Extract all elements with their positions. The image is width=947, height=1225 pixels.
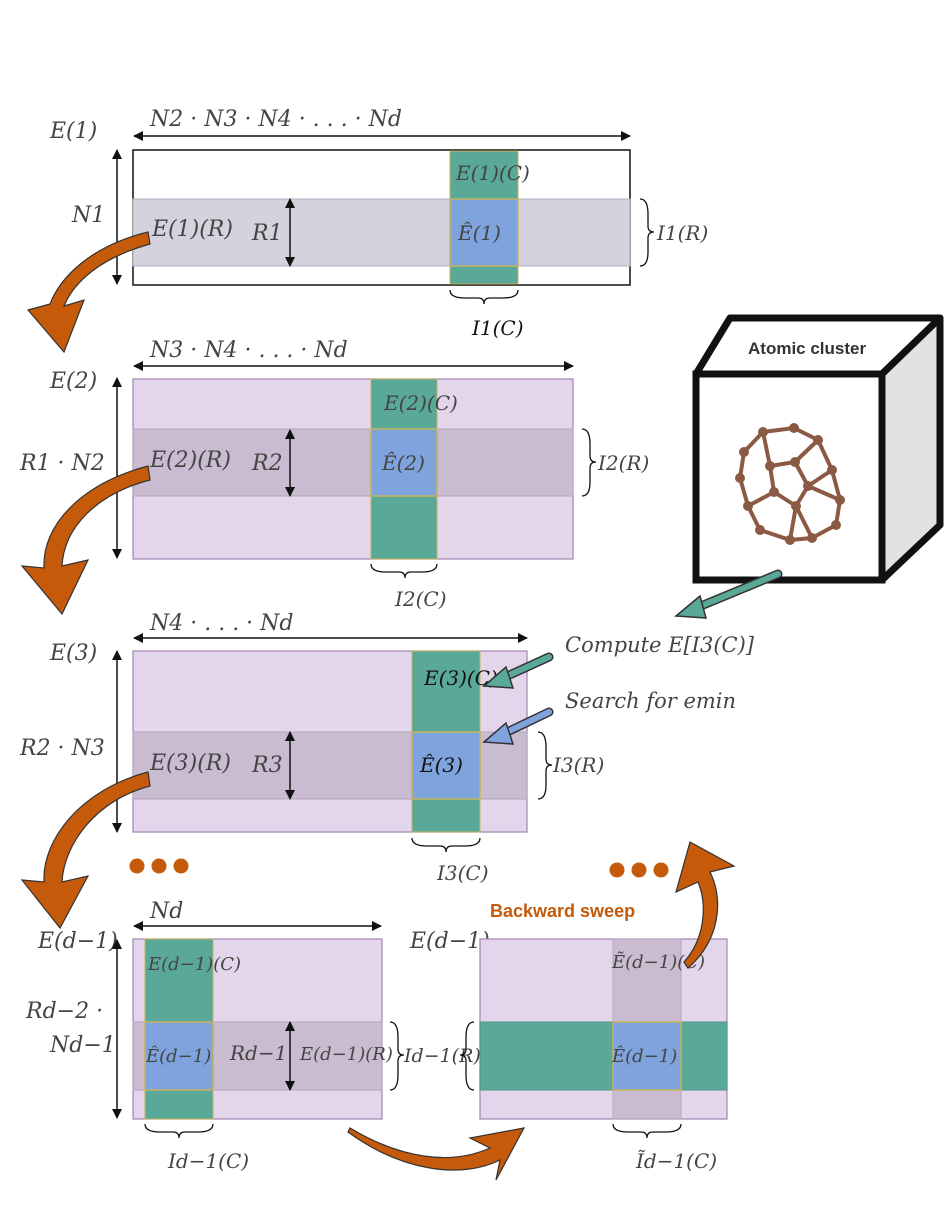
row-slice-label-3: E(3)(R) bbox=[149, 751, 231, 776]
width-label-4: Nd bbox=[149, 899, 183, 924]
sweep-arrow-backward bbox=[675, 841, 736, 969]
rank-label-4: Rd−1 bbox=[229, 1041, 287, 1065]
sweep-arrow-2 bbox=[20, 465, 151, 616]
cube-to-compute-arrow bbox=[674, 569, 783, 619]
col-index-brace-3 bbox=[411, 837, 481, 853]
compute-arrow bbox=[482, 652, 554, 689]
sweep-arrow-3 bbox=[20, 771, 151, 930]
height-label-4a: Rd−2 · bbox=[25, 999, 103, 1024]
row-index-label-2: I2(R) bbox=[597, 451, 649, 475]
row-band-2 bbox=[132, 428, 574, 497]
row-index-label-3: I3(R) bbox=[552, 753, 604, 777]
dots-icon-right bbox=[609, 862, 669, 878]
col-slice-label-5: Ẽ(d−1)(C) bbox=[611, 951, 705, 973]
pivot-block-1 bbox=[449, 198, 519, 267]
molecule-icon bbox=[738, 426, 842, 542]
row-index-label-1: I1(R) bbox=[656, 221, 708, 245]
row-slice-label-2: E(2)(R) bbox=[149, 448, 231, 473]
pivot-label-3: Ê(3) bbox=[419, 753, 463, 777]
row-band-1 bbox=[132, 198, 631, 267]
col-index-brace-2 bbox=[370, 563, 438, 579]
col-slice-label-1: E(1)(C) bbox=[455, 161, 530, 185]
panel-2: E(2) N3 · N4 · . . . · Nd R1 · N2 E(2)(R… bbox=[19, 338, 649, 611]
cube-front-face bbox=[692, 370, 886, 584]
panel-5: E(d−1) Ẽ(d−1)(C) Ê(d−1) Ĩd−1(C) bbox=[409, 929, 728, 1173]
pivot-label-2: Ê(2) bbox=[381, 451, 425, 475]
width-label-1: N2 · N3 · N4 · . . . · Nd bbox=[149, 107, 402, 132]
col-index-label-2: I2(C) bbox=[394, 587, 447, 611]
panel-3: E(3) N4 · . . . · Nd R2 · N3 E(3)(R) R3 … bbox=[19, 611, 604, 885]
col-index-brace-1 bbox=[449, 289, 519, 305]
panel-1: E(1) N2 · N3 · N4 · . . . · Nd N1 E(1)(R… bbox=[49, 107, 708, 340]
row-slice-label-1: E(1)(R) bbox=[151, 217, 233, 242]
height-label-1: N1 bbox=[71, 203, 105, 228]
tensor-label-1: E(1) bbox=[49, 119, 97, 144]
pivot-block-4 bbox=[144, 1021, 214, 1091]
atomic-cluster-box: Atomic cluster bbox=[692, 314, 944, 584]
backward-sweep-label: Backward sweep bbox=[490, 901, 635, 921]
col-index-brace-4 bbox=[144, 1123, 214, 1139]
rank-label-3: R3 bbox=[251, 753, 283, 778]
width-label-2: N3 · N4 · . . . · Nd bbox=[149, 338, 348, 363]
row-index-brace-3 bbox=[537, 731, 553, 800]
col-slice-label-2: E(2)(C) bbox=[383, 391, 458, 415]
molecule-atoms bbox=[735, 423, 845, 545]
tensor-label-4: E(d−1) bbox=[37, 929, 118, 954]
tensor-label-2: E(2) bbox=[49, 369, 97, 394]
row-brace-5 bbox=[459, 1021, 475, 1091]
col-index-label-5: Ĩd−1(C) bbox=[635, 1149, 717, 1173]
pivot-label-5: Ê(d−1) bbox=[611, 1044, 677, 1067]
col-slice-label-4: E(d−1)(C) bbox=[147, 954, 241, 975]
compute-label: Compute E[I3(C)] bbox=[565, 633, 755, 657]
dots-icon bbox=[129, 858, 189, 874]
search-label: Search for emin bbox=[565, 689, 736, 713]
row-index-brace-4 bbox=[389, 1021, 405, 1091]
pivot-block-5 bbox=[612, 1021, 682, 1091]
row-index-brace-1 bbox=[639, 198, 655, 267]
tensor-label-5: E(d−1) bbox=[409, 929, 490, 954]
pivot-label-4: Ê(d−1) bbox=[145, 1044, 211, 1067]
height-label-3: R2 · N3 bbox=[19, 736, 105, 761]
width-label-3: N4 · . . . · Nd bbox=[149, 611, 294, 636]
atomic-cluster-label: Atomic cluster bbox=[748, 339, 866, 358]
sweep-arrow-bottom bbox=[347, 1127, 526, 1181]
height-label-4b: Nd−1 bbox=[49, 1033, 116, 1058]
row-index-label-4: Id−1(R) bbox=[403, 1045, 481, 1067]
search-arrow bbox=[482, 707, 554, 745]
sweep-arrow-1 bbox=[26, 231, 151, 354]
col-index-label-4: Id−1(C) bbox=[167, 1149, 249, 1173]
pivot-block-3 bbox=[411, 731, 481, 800]
col-index-brace-5 bbox=[612, 1123, 682, 1139]
row-slice-label-4: E(d−1)(R) bbox=[299, 1044, 393, 1065]
panel-4: E(d−1) Nd Rd−2 · Nd−1 E(d−1)(C) Ê(d−1) R… bbox=[25, 899, 481, 1173]
pivot-label-1: Ê(1) bbox=[457, 221, 501, 245]
tensor-label-3: E(3) bbox=[49, 641, 97, 666]
rank-label-1: R1 bbox=[251, 221, 283, 246]
height-label-2: R1 · N2 bbox=[19, 451, 105, 476]
row-band-5 bbox=[479, 1021, 728, 1091]
row-index-brace-2 bbox=[581, 428, 597, 497]
col-index-label-3: I3(C) bbox=[436, 861, 489, 885]
rank-label-2: R2 bbox=[251, 451, 283, 476]
col-index-label-1: I1(C) bbox=[471, 316, 524, 340]
pivot-block-2 bbox=[370, 428, 438, 497]
